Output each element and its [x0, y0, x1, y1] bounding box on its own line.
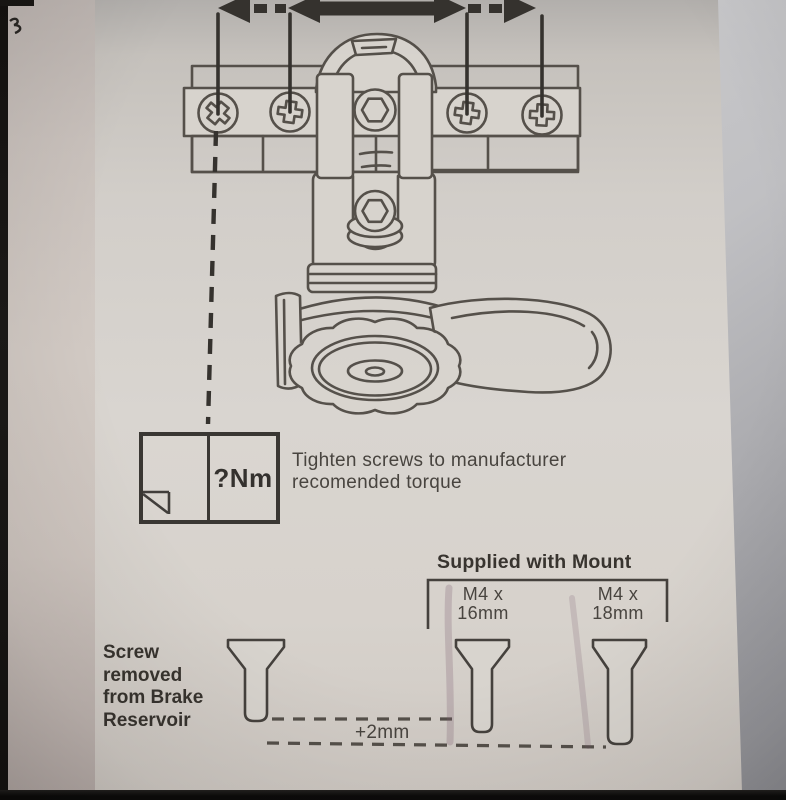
torque-box-divider [207, 436, 210, 520]
screw-label-line: 18mm [592, 603, 644, 623]
screw-label-line: 16mm [457, 603, 509, 623]
removed-screw-label-line: removed [103, 664, 183, 686]
removed-screw-label: Screw removed from Brake Reservoir [103, 642, 203, 732]
torque-badge: ?Nm [213, 462, 273, 493]
left-page-strip [8, 0, 100, 792]
supplied-with-mount-heading: Supplied with Mount [437, 551, 632, 573]
torque-note-text: Tighten screws to manufacturer recomende… [292, 450, 566, 494]
delta-length-label: +2mm [355, 722, 410, 743]
screw-label-line: M4 x [462, 584, 504, 604]
screw-label-m4x16: M4 x 16mm [443, 585, 523, 623]
torque-note-line: recomended torque [292, 472, 462, 493]
screw-label-line: M4 x [597, 584, 639, 604]
photo-bottom-edge [0, 790, 786, 800]
photo-top-edge [0, 0, 34, 6]
torque-box: ?Nm [139, 432, 280, 524]
removed-screw-label-line: Screw [103, 642, 159, 663]
removed-screw-label-line: from Brake [103, 687, 204, 708]
torque-note-line: Tighten screws to manufacturer [292, 450, 567, 471]
removed-screw-label-line: Reservoir [103, 709, 191, 731]
screw-label-m4x18: M4 x 18mm [578, 585, 658, 623]
photo-left-edge [0, 0, 8, 800]
